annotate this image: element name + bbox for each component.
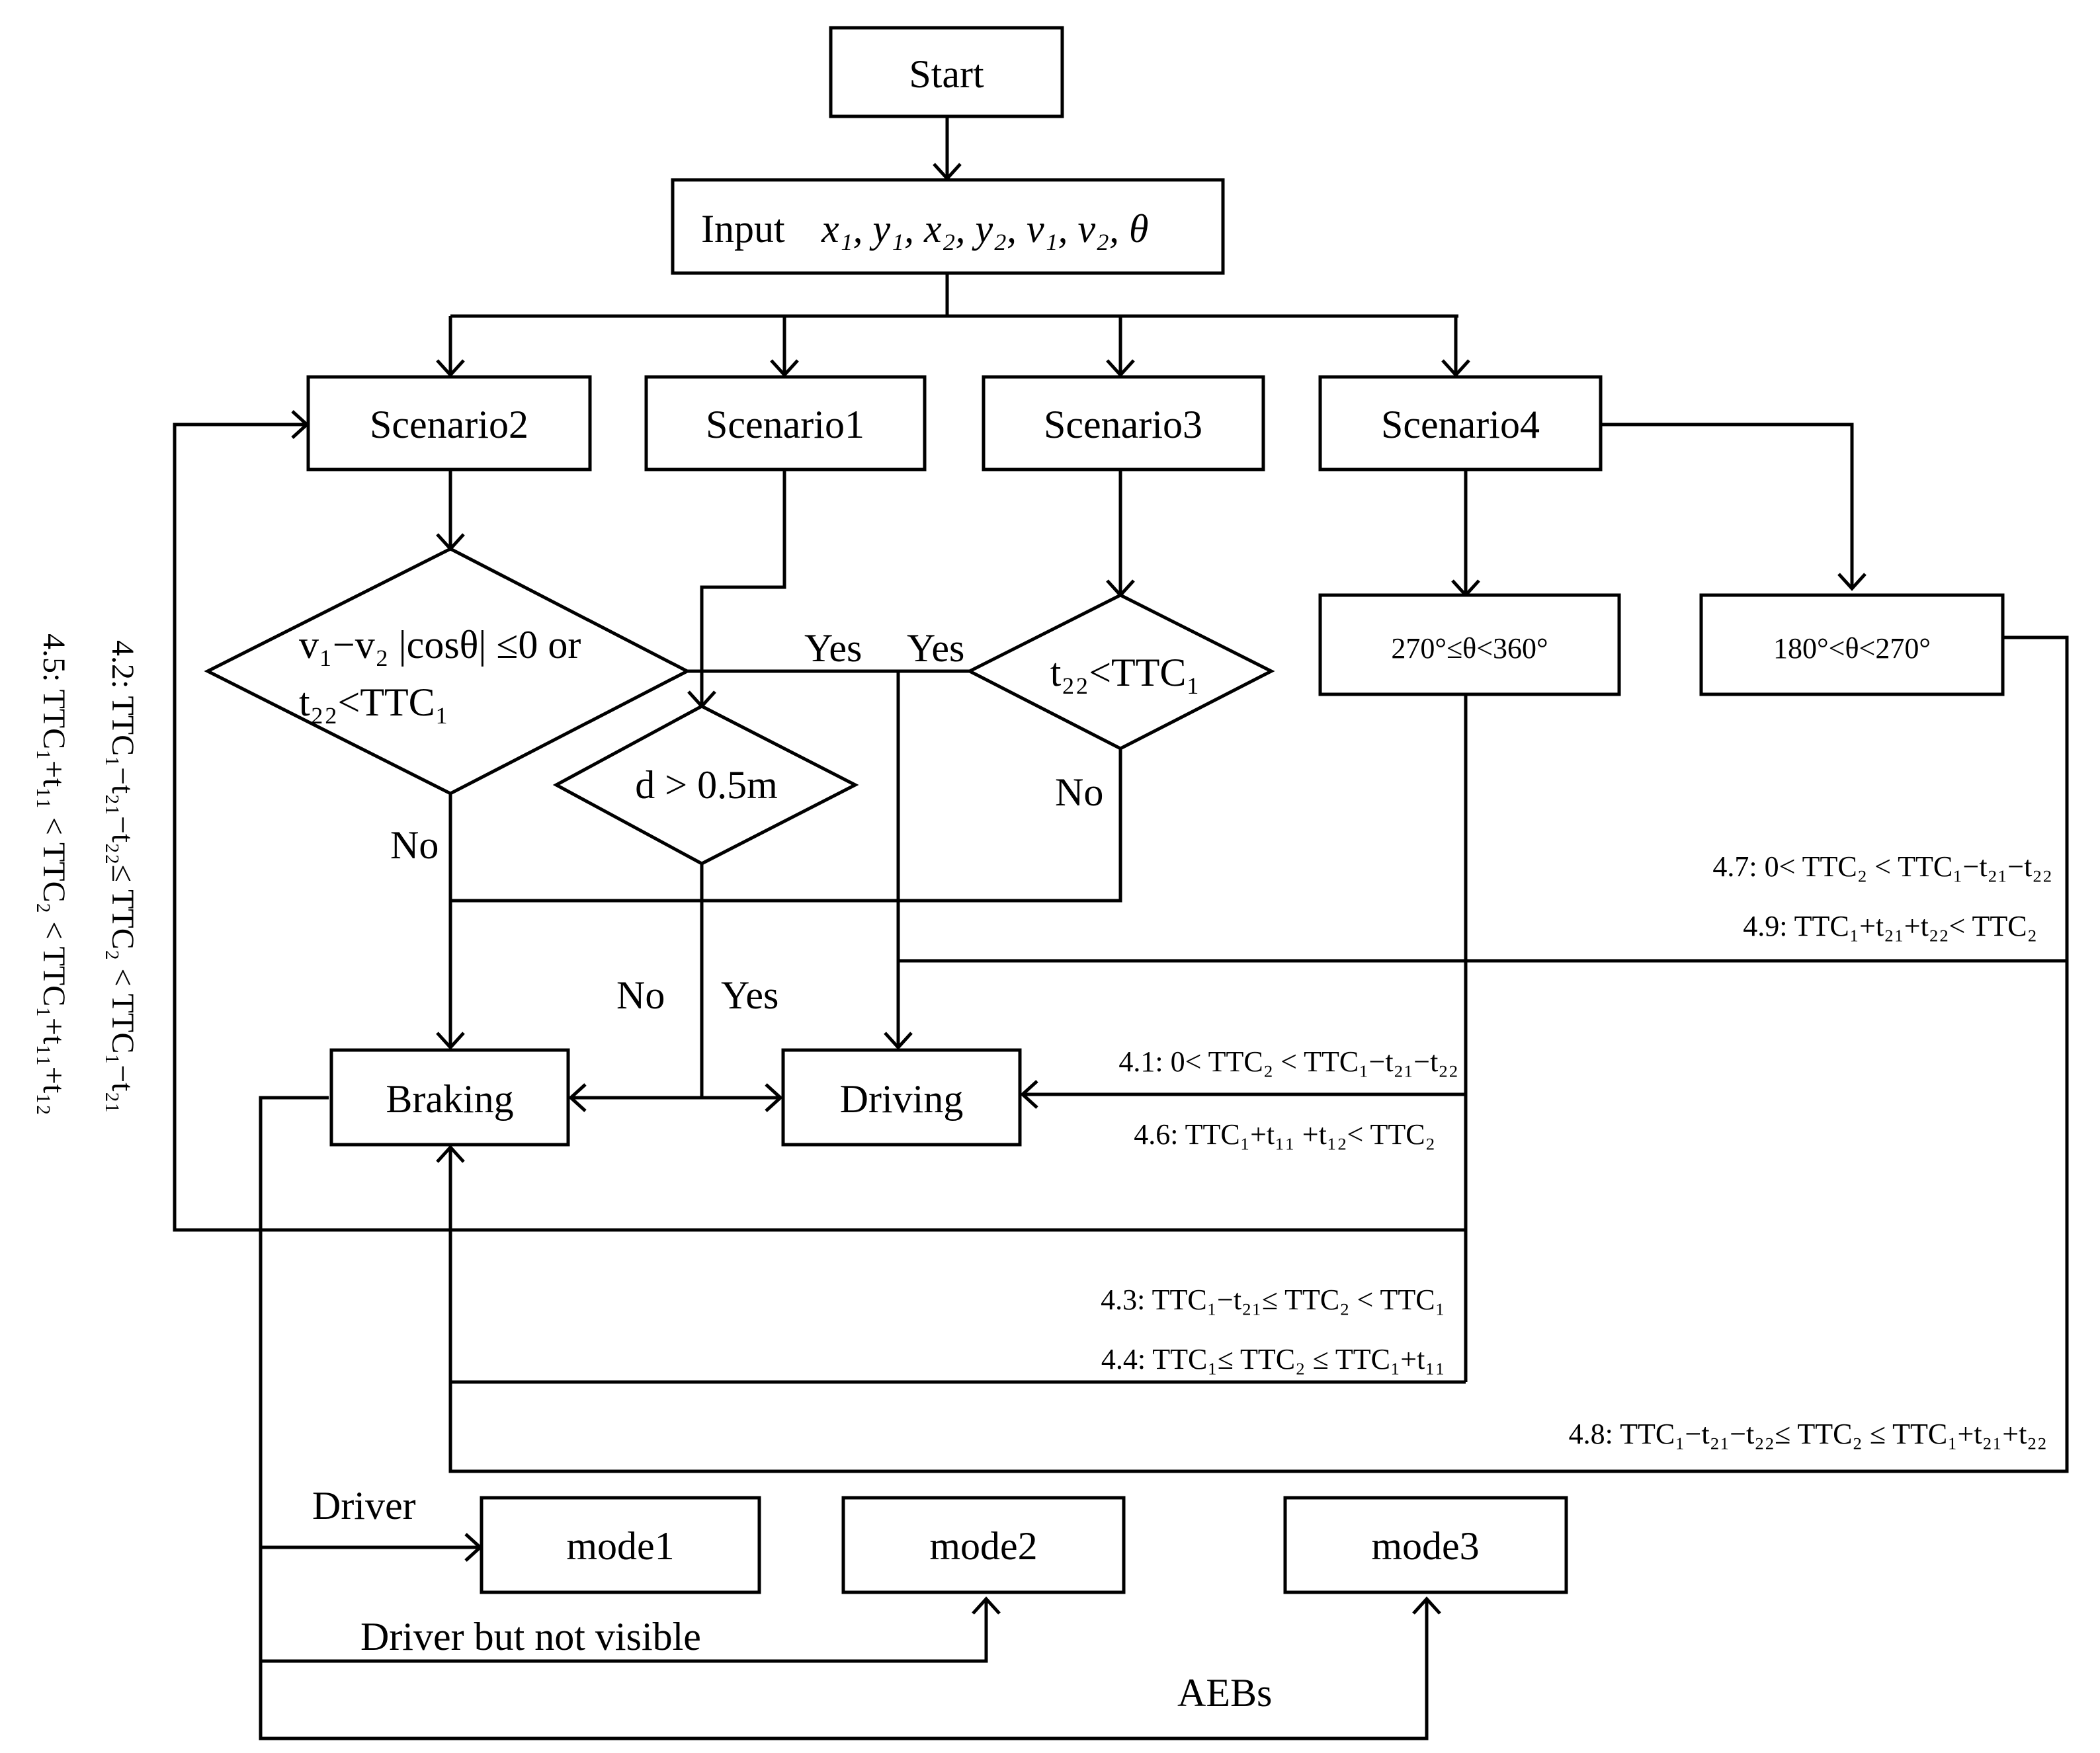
edge-braking-modes-trunk bbox=[259, 1096, 1429, 1740]
yes-label-s2: Yes bbox=[804, 626, 862, 670]
braking-node: Braking bbox=[329, 1048, 570, 1147]
driver-not-visible-label: Driver but not visible bbox=[360, 1615, 701, 1658]
driving-label: Driving bbox=[840, 1077, 964, 1121]
braking-label: Braking bbox=[386, 1077, 513, 1121]
scenario3-condition: t₂₂<TTC₁ bbox=[1050, 651, 1200, 694]
mode2-node: mode2 bbox=[841, 1496, 1126, 1594]
yes-label-s1: Yes bbox=[721, 973, 778, 1017]
condition-4-1: 4.1: 0< TTC₂ < TTC₁−t₂₁−t₂₂ bbox=[1118, 1045, 1458, 1078]
scenario2-decision: v₁−v₂ |cosθ| ≤0 or t₂₂<TTC₁ bbox=[204, 547, 691, 795]
scenario2-node: Scenario2 bbox=[306, 375, 592, 471]
edge-s3-no bbox=[450, 749, 1122, 903]
scenario1-node: Scenario1 bbox=[644, 375, 927, 471]
edge-range-b-right bbox=[448, 635, 2069, 1473]
range-a-label: 270°≤θ<360° bbox=[1391, 632, 1548, 665]
no-label-s1: No bbox=[616, 973, 665, 1017]
condition-4-4: 4.4: TTC₁≤ TTC₂ ≤ TTC₁+t₁₁ bbox=[1101, 1343, 1445, 1375]
driving-node: Driving bbox=[781, 1048, 1022, 1147]
range-a-node: 270°≤θ<360° bbox=[1318, 593, 1621, 696]
scenario2-label: Scenario2 bbox=[370, 403, 528, 446]
start-node: Start bbox=[829, 26, 1064, 118]
condition-4-6: 4.6: TTC₁+t₁₁ +t₁₂< TTC₂ bbox=[1134, 1118, 1435, 1151]
condition-4-9: 4.9: TTC₁+t₂₁+t₂₂< TTC₂ bbox=[1743, 910, 2037, 942]
mode1-label: mode1 bbox=[566, 1524, 674, 1568]
range-b-node: 180°<θ<270° bbox=[1699, 593, 2005, 696]
driver-label: Driver bbox=[312, 1484, 416, 1528]
edge-braking-mode2 bbox=[261, 1599, 988, 1663]
mode2-label: mode2 bbox=[929, 1524, 1037, 1568]
mode3-label: mode3 bbox=[1371, 1524, 1479, 1568]
start-label: Start bbox=[909, 52, 984, 96]
scenario3-label: Scenario3 bbox=[1044, 403, 1202, 446]
scenario1-decision: d > 0.5m bbox=[552, 704, 859, 866]
aebs-label: AEBs bbox=[1177, 1671, 1272, 1715]
condition-4-2: 4.2: TTC₁−t₂₁−t₂₂≤ TTC₂ < TTC₁−t₂₁ bbox=[105, 640, 140, 1114]
edge-range-a-loop bbox=[173, 423, 1466, 1232]
input-node: Input x₁, y₁, x₂, y₂, v₁, v₂, θ bbox=[671, 178, 1225, 275]
edges bbox=[173, 116, 2069, 1740]
condition-4-5: 4.5: TTC₁+t₁₁ < TTC₂ < TTC₁+t₁₁+t₁₂ bbox=[36, 633, 71, 1116]
mode1-node: mode1 bbox=[480, 1496, 761, 1594]
condition-4-3: 4.3: TTC₁−t₂₁≤ TTC₂ < TTC₁ bbox=[1101, 1284, 1445, 1316]
no-label-s3: No bbox=[1055, 770, 1103, 814]
edge-scenario1-decision bbox=[700, 469, 786, 706]
scenario2-condition-line2: t₂₂<TTC₁ bbox=[299, 680, 449, 724]
scenario4-node: Scenario4 bbox=[1318, 375, 1603, 471]
input-label: Input bbox=[701, 207, 785, 251]
scenario1-condition: d > 0.5m bbox=[635, 763, 778, 807]
scenario3-decision: t₂₂<TTC₁ bbox=[966, 593, 1275, 751]
edge-scenario4-range-b bbox=[1599, 423, 1854, 589]
scenario2-condition-line1: v₁−v₂ |cosθ| ≤0 or bbox=[299, 623, 581, 667]
condition-4-8: 4.8: TTC₁−t₂₁−t₂₂≤ TTC₂ ≤ TTC₁+t₂₁+t₂₂ bbox=[1569, 1418, 2047, 1450]
scenario3-node: Scenario3 bbox=[982, 375, 1265, 471]
condition-4-7: 4.7: 0< TTC₂ < TTC₁−t₂₁−t₂₂ bbox=[1712, 850, 2052, 883]
scenario1-label: Scenario1 bbox=[706, 403, 864, 446]
yes-label-s3: Yes bbox=[907, 626, 964, 670]
no-label-s2: No bbox=[390, 823, 439, 867]
input-variables: x₁, y₁, x₂, y₂, v₁, v₂, θ bbox=[821, 207, 1148, 251]
edge-input-bus bbox=[450, 273, 1458, 318]
mode3-node: mode3 bbox=[1283, 1496, 1568, 1594]
range-b-label: 180°<θ<270° bbox=[1773, 632, 1931, 665]
scenario4-label: Scenario4 bbox=[1381, 403, 1540, 446]
